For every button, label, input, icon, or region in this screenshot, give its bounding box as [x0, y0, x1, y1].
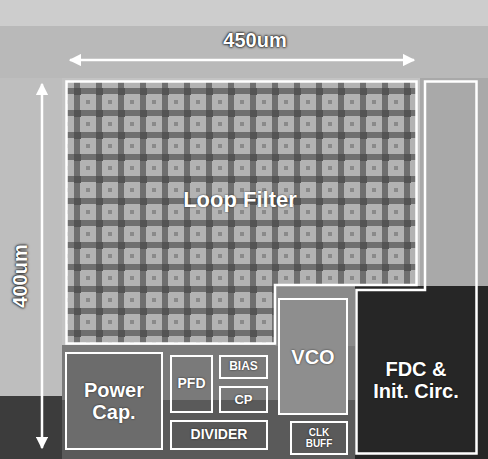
block-label: PFD — [178, 376, 206, 391]
text-holder: FDC & Init. Circ. — [369, 358, 464, 402]
block-label: Loop Filter — [183, 188, 297, 212]
text-holder: CP — [234, 392, 252, 406]
text-holder: VCO — [291, 346, 334, 368]
block-label: DIVIDER — [191, 427, 248, 442]
pfd-block: PFD — [170, 355, 213, 413]
text-holder: PFD — [178, 376, 206, 391]
power-cap-block: Power Cap. — [65, 352, 163, 450]
dimension-label: 450um — [223, 29, 286, 52]
text-holder: BIAS — [229, 360, 258, 373]
dimension-arrow — [41, 84, 44, 448]
text-holder: CLK BUFF — [299, 427, 339, 449]
block-label: CLK BUFF — [299, 427, 339, 449]
loop-filter-block: Loop Filter — [65, 80, 418, 345]
block-outline — [65, 80, 418, 345]
block-label: FDC & Init. Circ. — [369, 358, 464, 402]
text-holder: DIVIDER — [191, 427, 248, 442]
cp-block: CP — [219, 386, 268, 413]
text-holder: Loop Filter — [183, 188, 297, 212]
block-label: CP — [234, 392, 252, 406]
divider-block: DIVIDER — [170, 420, 268, 450]
fdc-block: FDC & Init. Circ. — [355, 80, 478, 455]
block-label: VCO — [291, 346, 334, 368]
vco-block: VCO — [278, 298, 348, 415]
clk-buff-block: CLK BUFF — [290, 421, 348, 455]
dimension-label: 400um — [9, 244, 32, 307]
text-holder: Power Cap. — [69, 379, 159, 423]
bias-block: BIAS — [219, 355, 268, 379]
block-label: Power Cap. — [69, 379, 159, 423]
dimension-arrow — [70, 59, 414, 62]
block-label: BIAS — [229, 360, 258, 373]
